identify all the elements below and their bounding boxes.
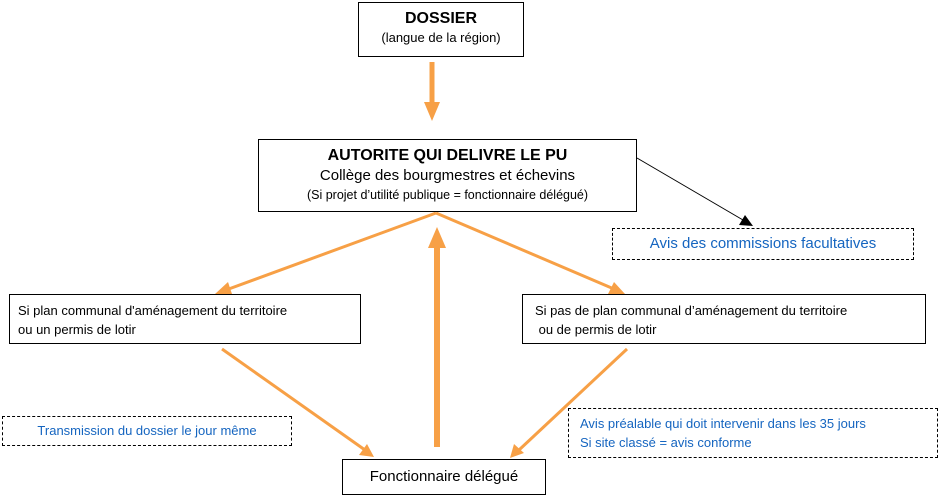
right-condition-line2: ou de permis de lotir xyxy=(535,322,657,337)
authority-box: AUTORITE QUI DELIVRE LE PU Collège des b… xyxy=(258,139,637,212)
arrow-authority-to-left-condition xyxy=(215,211,437,294)
left-condition-box: Si plan communal d'aménagement du territ… xyxy=(9,294,361,344)
authority-title: AUTORITE QUI DELIVRE LE PU xyxy=(327,147,568,164)
left-condition-line2: ou un permis de lotir xyxy=(18,322,136,337)
authority-college: Collège des bourgmestres et échevins xyxy=(319,167,576,184)
dossier-box: DOSSIER (langue de la région) xyxy=(358,2,524,57)
authority-note: (Si projet d’utilité publique = fonction… xyxy=(306,188,589,202)
dossier-subtitle: (langue de la région) xyxy=(381,30,501,45)
prior-advice-note: Avis préalable qui doit intervenir dans … xyxy=(568,408,938,458)
transmission-note: Transmission du dossier le jour même xyxy=(2,416,292,446)
arrow-right-condition-to-delegate xyxy=(510,347,629,458)
arrow-left-condition-to-delegate xyxy=(221,347,374,457)
right-condition-line1: Si pas de plan communal d’aménagement du… xyxy=(535,303,848,318)
prior-advice-line1: Avis préalable qui doit intervenir dans … xyxy=(580,416,866,431)
optional-advice-note: Avis des commissions facultatives xyxy=(612,228,914,260)
arrow-delegate-to-authority xyxy=(428,227,446,447)
right-condition-box: Si pas de plan communal d’aménagement du… xyxy=(522,294,926,344)
arrow-authority-to-right-condition xyxy=(435,211,625,294)
delegate-box: Fonctionnaire délégué xyxy=(342,459,546,495)
prior-advice-line2: Si site classé = avis conforme xyxy=(580,435,752,450)
left-condition-line1: Si plan communal d'aménagement du territ… xyxy=(18,303,288,318)
arrow-dossier-to-authority xyxy=(424,62,440,121)
dossier-title: DOSSIER xyxy=(404,10,477,27)
arrow-authority-to-optional-advice xyxy=(636,157,753,226)
